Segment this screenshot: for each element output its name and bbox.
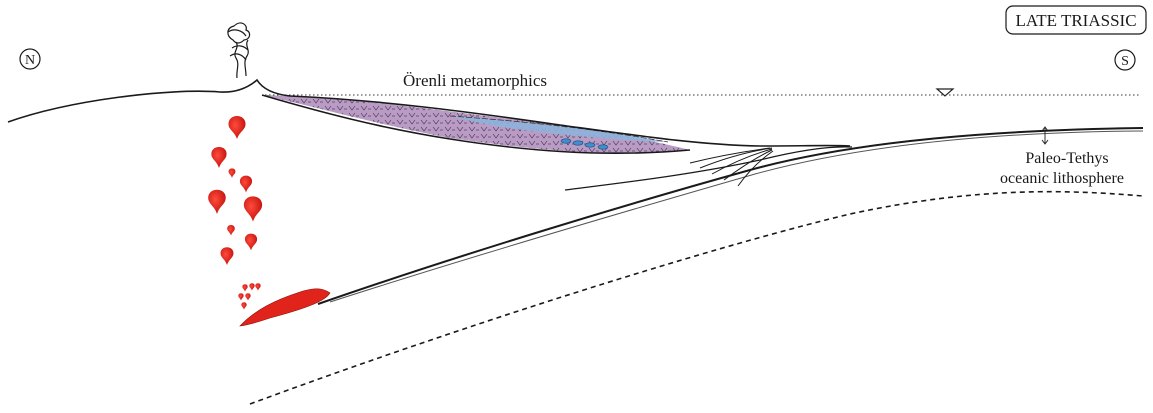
north-label: N (25, 53, 35, 68)
magma-body (240, 289, 330, 326)
magma-droplet (208, 190, 226, 214)
magma-droplet (245, 234, 257, 251)
blue-lens (561, 139, 571, 143)
magma-droplet (229, 168, 236, 177)
magma-droplet (227, 225, 235, 236)
lithosphere-base-dashed (250, 192, 1143, 404)
orenli-label: Örenli metamorphics (403, 71, 547, 90)
orenli-metamorphic-wedge (262, 95, 690, 153)
period-label-box: LATE TRIASSIC (1006, 6, 1146, 34)
south-marker-icon: S (1115, 50, 1135, 70)
magma-droplet (244, 196, 262, 221)
plume-icon (228, 23, 250, 78)
plate-label-line1: Paleo-Tethys (1025, 150, 1108, 167)
magma-droplet (240, 176, 252, 193)
plate-label-line2: oceanic lithosphere (1000, 170, 1124, 187)
magma-droplet (211, 147, 226, 168)
magma-droplet (241, 302, 246, 309)
metamorphic-texture (262, 95, 690, 153)
magma-droplet (238, 293, 243, 300)
blue-lens (573, 141, 583, 145)
blue-lens (598, 145, 608, 149)
blue-lens (585, 143, 595, 147)
sea-level-triangle-icon (937, 89, 953, 96)
magma-droplet (255, 283, 260, 290)
magma-droplet (221, 247, 234, 265)
magma-droplets (208, 116, 262, 310)
thickness-arrow (1042, 127, 1048, 144)
period-label: LATE TRIASSIC (1015, 11, 1136, 30)
north-marker-icon: N (20, 49, 40, 69)
magma-droplet (249, 283, 254, 290)
magma-droplet (228, 116, 245, 139)
magma-droplet (245, 293, 250, 300)
magma-droplet (242, 284, 247, 291)
south-label: S (1121, 54, 1129, 69)
